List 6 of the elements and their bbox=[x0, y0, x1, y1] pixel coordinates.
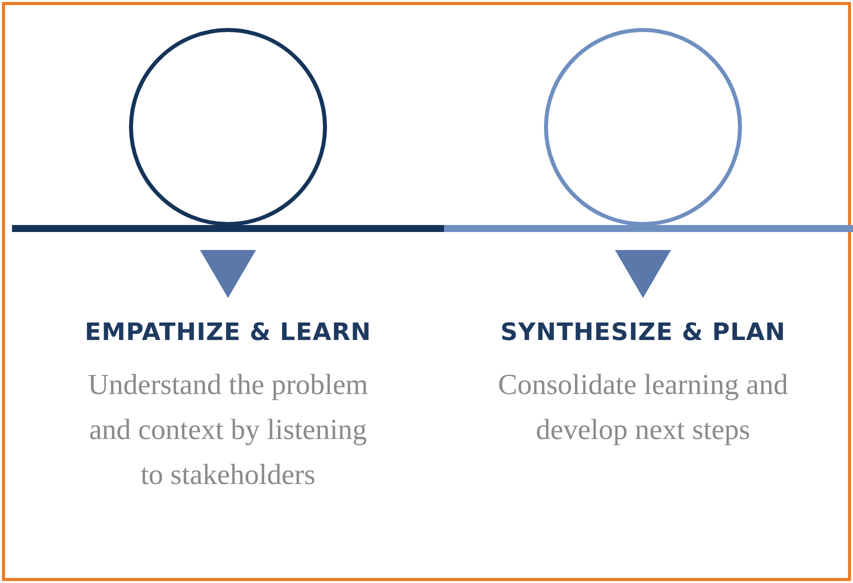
step-description: Consolidate learning and develop next steps bbox=[497, 368, 789, 448]
circle-marker bbox=[542, 26, 744, 228]
circle-marker bbox=[127, 26, 329, 228]
step-heading: SYNTHESIZE & PLAN bbox=[499, 318, 787, 346]
step-description: Understand the problem and context by listening to stakeholders bbox=[86, 368, 370, 493]
step-heading: EMPATHIZE & LEARN bbox=[84, 318, 372, 346]
